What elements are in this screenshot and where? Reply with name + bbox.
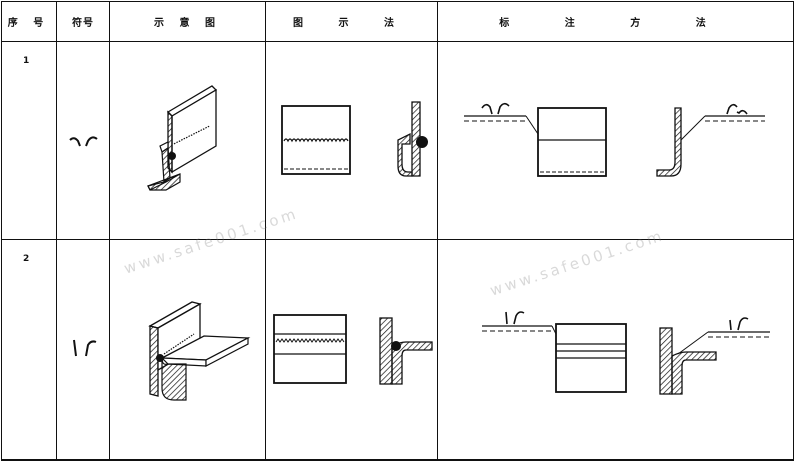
row-1-annotation-section <box>656 103 765 177</box>
row-2-index: 2 <box>1 240 57 461</box>
row-2-weld-symbol <box>73 339 97 357</box>
row-2-annotation-section <box>659 317 770 395</box>
header-illustration: 图 示 法 <box>266 1 438 42</box>
row-2-diagram-cell <box>110 240 266 461</box>
header-annotation: 标 注 方 法 <box>438 1 794 42</box>
row-2-weld-section-view <box>379 317 433 385</box>
row-1-weld-section-view <box>397 101 428 177</box>
row-1-annotation-drawing <box>464 102 607 177</box>
row-1-index: 1 <box>1 42 57 240</box>
row-2-isometric-diagram <box>148 301 251 401</box>
row-2-weld-front-view <box>273 314 347 384</box>
row-1-symbol-cell <box>57 42 110 240</box>
header-symbol: 符号 <box>57 1 110 42</box>
row-1-illustration-cell <box>266 42 438 240</box>
row-2-symbol-cell <box>57 240 110 461</box>
row-2-annotation-drawing <box>482 311 627 393</box>
header-diagram: 示 意 图 <box>110 1 266 42</box>
row-1-diagram-cell <box>110 42 266 240</box>
row-2-annotation-cell <box>438 240 794 461</box>
row-2-illustration-cell <box>266 240 438 461</box>
row-1-weld-symbol <box>69 136 98 147</box>
row-1-isometric-diagram <box>147 85 218 191</box>
row-1-annotation-cell <box>438 42 794 240</box>
row-1-weld-front-view <box>281 105 351 175</box>
header-index: 序 号 <box>1 1 57 42</box>
